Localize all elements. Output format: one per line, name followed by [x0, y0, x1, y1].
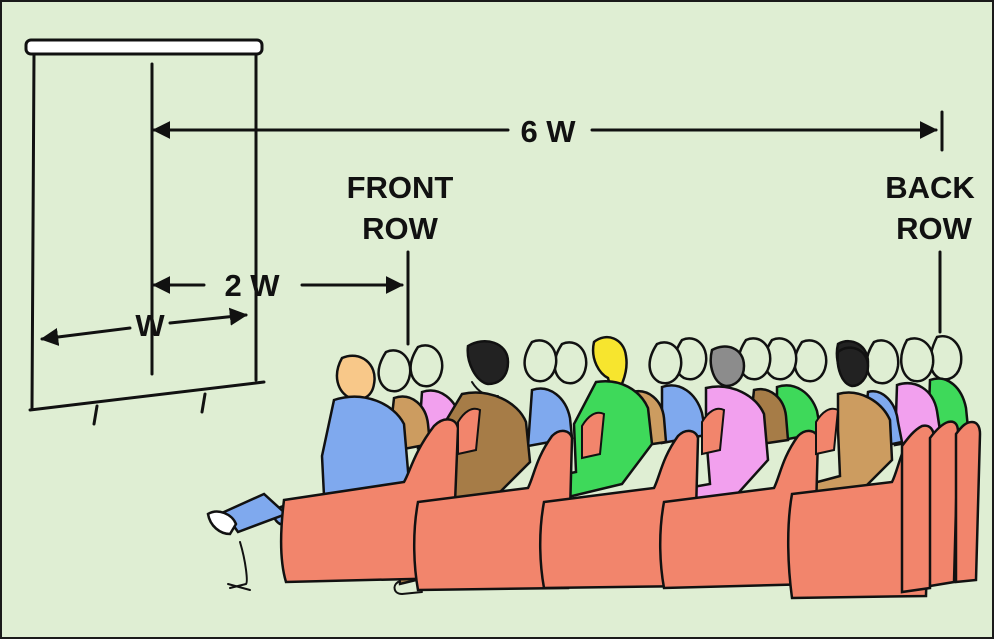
chair-7: [930, 422, 958, 586]
screen-roller: [26, 40, 262, 54]
chair-8: [956, 422, 980, 582]
front-label-line2: ROW: [362, 211, 439, 246]
dimension-6w: 6 W: [154, 112, 942, 150]
screen-leg-right: [202, 394, 205, 412]
back-label-line2: ROW: [896, 211, 973, 246]
front-label-line1: FRONT: [347, 170, 454, 205]
label-2w: 2 W: [224, 268, 280, 303]
back-row-label: BACK ROW: [885, 170, 975, 332]
projection-screen: [26, 40, 264, 424]
back-label-line1: BACK: [885, 170, 975, 205]
label-6w: 6 W: [520, 114, 576, 149]
dimension-w: W: [42, 308, 246, 343]
dimension-2w: 2 W: [154, 268, 402, 303]
screen-bottom-bar: [30, 382, 264, 410]
front-row-label: FRONT ROW: [347, 170, 454, 344]
screen-left-edge: [32, 54, 34, 408]
audience: [208, 336, 980, 598]
label-w: W: [135, 308, 165, 343]
chair-back-row-d: [816, 409, 838, 454]
screen-leg-left: [94, 406, 97, 424]
